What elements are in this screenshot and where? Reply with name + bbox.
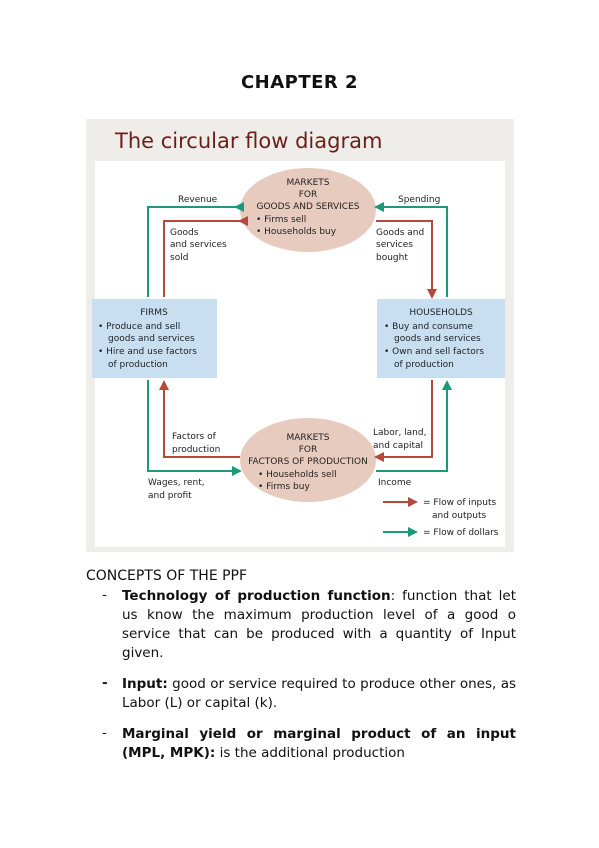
wages-label: Wages, rent,: [148, 478, 205, 488]
markets-factors-line: MARKETS: [287, 433, 330, 443]
bullet-body: Technology of production function: funct…: [122, 587, 516, 663]
factors-label: production: [172, 445, 220, 455]
firms-line: goods and services: [108, 334, 195, 344]
firms-box: [92, 299, 217, 378]
firms-line: • Produce and sell: [98, 322, 180, 332]
households-line: • Buy and consume: [384, 322, 473, 332]
legend: = Flow of inputs and outputs = Flow of d…: [383, 497, 499, 538]
labor-label: Labor, land,: [373, 428, 426, 438]
figure-title: The circular flow diagram: [115, 129, 383, 153]
revenue-arrow: [147, 202, 244, 297]
households-line: • Own and sell factors: [384, 347, 484, 357]
households-line: of production: [394, 360, 454, 370]
revenue-label: Revenue: [178, 195, 218, 205]
markets-factors-bullets: • Households sell • Firms buy: [258, 470, 337, 492]
markets-goods-line: MARKETS: [287, 178, 330, 188]
income-label: Income: [378, 478, 412, 488]
bullet-text: is the additional production: [215, 745, 405, 761]
markets-factors-line: FOR: [299, 445, 318, 455]
legend-inputs-label: and outputs: [432, 511, 486, 521]
chapter-heading: CHAPTER 2: [240, 72, 359, 93]
circular-flow-figure: MARKETS FOR GOODS AND SERVICES • Firms s…: [86, 119, 514, 552]
labor-label: and capital: [373, 441, 423, 451]
goods-bought-label: Goods and: [376, 228, 424, 238]
goods-sold-label: Goods: [170, 228, 199, 238]
spending-arrow: [374, 202, 448, 297]
goods-sold-arrow: [163, 216, 248, 297]
bullet-dash: -: [102, 587, 107, 603]
firms-title: FIRMS: [140, 308, 168, 318]
legend-inputs-label: = Flow of inputs: [423, 498, 496, 508]
bullet-term: Technology of production function: [122, 588, 391, 604]
goods-bought-arrow: [376, 220, 437, 299]
goods-sold-label: and services: [170, 240, 227, 250]
markets-goods-line: FOR: [299, 190, 318, 200]
bullet-dash: -: [102, 675, 108, 691]
wages-arrow: [147, 380, 242, 476]
firms-line: • Hire and use factors: [98, 347, 197, 357]
legend-dollars-label: = Flow of dollars: [423, 528, 499, 538]
firms-text: FIRMS • Produce and sell goods and servi…: [98, 308, 197, 370]
households-line: goods and services: [394, 334, 481, 344]
goods-bought-label: bought: [376, 253, 408, 263]
markets-factors-line: • Households sell: [258, 470, 337, 480]
bullet-text: good or service required to produce othe…: [122, 676, 516, 711]
goods-sold-label: sold: [170, 253, 188, 263]
goods-bought-label: services: [376, 240, 413, 250]
labor-arrow: [374, 380, 433, 462]
bullet-term: Marginal yield or marginal product of an…: [122, 726, 516, 761]
households-text: HOUSEHOLDS • Buy and consume goods and s…: [384, 308, 484, 370]
flow-labels: Revenue Spending Goods and services sold…: [148, 195, 440, 501]
markets-factors-ellipse: [240, 418, 376, 502]
households-title: HOUSEHOLDS: [409, 308, 473, 318]
spending-label: Spending: [398, 195, 440, 205]
bullet-body: Input: good or service required to produ…: [122, 675, 516, 713]
markets-goods-ellipse: [240, 168, 376, 252]
bullet-dash: -: [102, 725, 107, 741]
wages-label: and profit: [148, 491, 192, 501]
markets-goods-bullets: • Firms sell • Households buy: [256, 215, 337, 237]
factors-label: Factors of: [172, 432, 217, 442]
markets-factors-line: • Firms buy: [258, 482, 310, 492]
markets-factors-text: MARKETS FOR FACTORS OF PRODUCTION: [248, 433, 368, 467]
bullet-body: Marginal yield or marginal product of an…: [122, 725, 516, 763]
section-title: CONCEPTS OF THE PPF: [86, 568, 248, 584]
firms-line: of production: [108, 360, 168, 370]
bullet-text: : function that let us know the maximum …: [122, 588, 516, 661]
markets-goods-line: • Households buy: [256, 227, 337, 237]
markets-factors-line: FACTORS OF PRODUCTION: [248, 457, 368, 467]
factors-arrow: [159, 380, 240, 458]
income-arrow: [376, 380, 452, 472]
markets-goods-line: • Firms sell: [256, 215, 306, 225]
households-box: [377, 299, 505, 378]
bullet-term: Input:: [122, 676, 168, 692]
markets-goods-line: GOODS AND SERVICES: [257, 202, 360, 212]
circular-flow-diagram: MARKETS FOR GOODS AND SERVICES • Firms s…: [92, 161, 505, 547]
markets-goods-text: MARKETS FOR GOODS AND SERVICES: [257, 178, 360, 212]
